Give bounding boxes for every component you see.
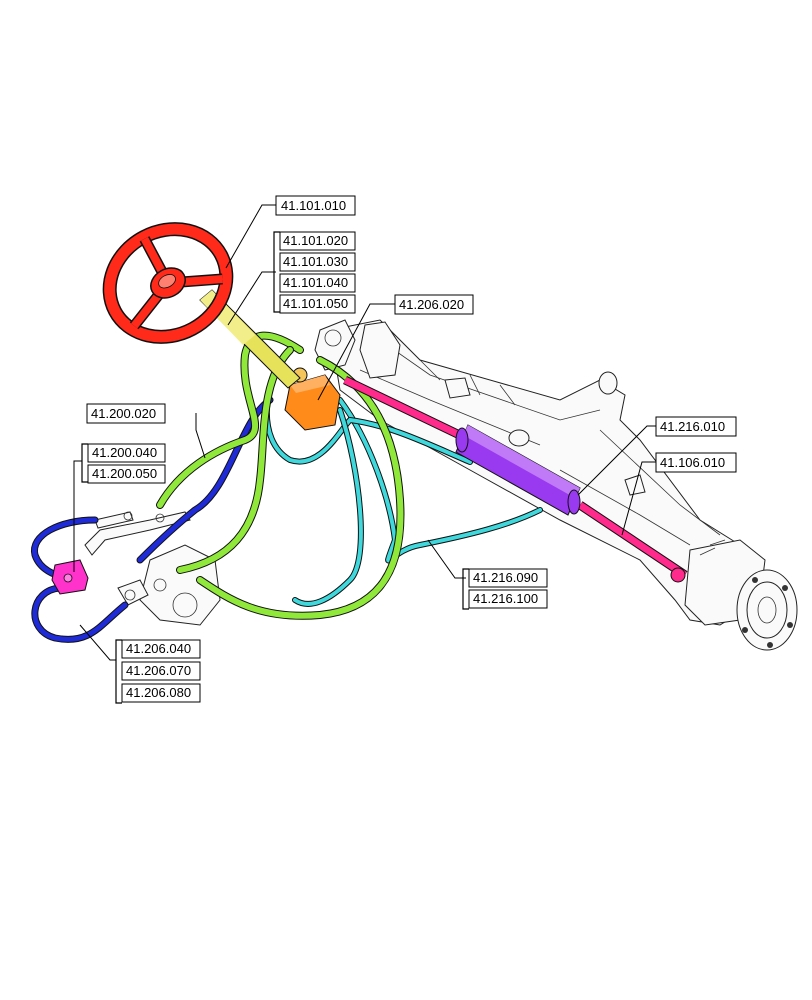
label-41-216-090: 41.216.090 — [468, 568, 548, 588]
svg-text:41.101.020: 41.101.020 — [283, 233, 348, 248]
label-41-216-100: 41.216.100 — [468, 589, 548, 609]
svg-text:41.206.070: 41.206.070 — [126, 663, 191, 678]
pipe-assembly-left — [84, 511, 191, 556]
svg-text:41.106.010: 41.106.010 — [660, 455, 725, 470]
svg-text:41.216.100: 41.216.100 — [473, 591, 538, 606]
green-hoses — [156, 331, 405, 620]
priority-valve — [51, 559, 89, 595]
label-41-206-080: 41.206.080 — [121, 683, 201, 703]
svg-text:41.200.050: 41.200.050 — [92, 466, 157, 481]
label-41-200-020: 41.200.020 — [86, 403, 166, 424]
cyan-hoses — [263, 352, 543, 607]
leader-lines — [73, 204, 656, 661]
label-41-101-020: 41.101.020 — [279, 231, 356, 251]
svg-text:41.206.040: 41.206.040 — [126, 641, 191, 656]
label-41-206-020: 41.206.020 — [394, 294, 474, 315]
label-41-106-010: 41.106.010 — [655, 452, 737, 473]
svg-text:41.206.080: 41.206.080 — [126, 685, 191, 700]
svg-text:41.101.030: 41.101.030 — [283, 254, 348, 269]
svg-text:41.216.090: 41.216.090 — [473, 570, 538, 585]
label-41-101-050: 41.101.050 — [279, 294, 356, 314]
label-41-101-030: 41.101.030 — [279, 252, 356, 272]
svg-text:41.101.040: 41.101.040 — [283, 275, 348, 290]
label-41-101-010: 41.101.010 — [275, 195, 356, 216]
svg-text:41.200.020: 41.200.020 — [91, 406, 156, 421]
label-41-206-040: 41.206.040 — [121, 639, 201, 659]
label-41-200-040: 41.200.040 — [87, 443, 166, 463]
svg-text:41.101.010: 41.101.010 — [281, 198, 346, 213]
label-41-206-070: 41.206.070 — [121, 661, 201, 681]
tie-rods — [343, 375, 688, 583]
label-41-200-050: 41.200.050 — [87, 464, 166, 484]
steering-wheel — [102, 222, 234, 344]
svg-text:41.206.020: 41.206.020 — [399, 297, 464, 312]
label-41-101-040: 41.101.040 — [279, 273, 356, 293]
label-brackets — [81, 231, 469, 704]
label-41-216-010: 41.216.010 — [655, 416, 737, 437]
svg-text:41.216.010: 41.216.010 — [660, 419, 725, 434]
svg-text:41.200.040: 41.200.040 — [92, 445, 157, 460]
steering-cylinder — [455, 424, 581, 516]
svg-text:41.101.050: 41.101.050 — [283, 296, 348, 311]
